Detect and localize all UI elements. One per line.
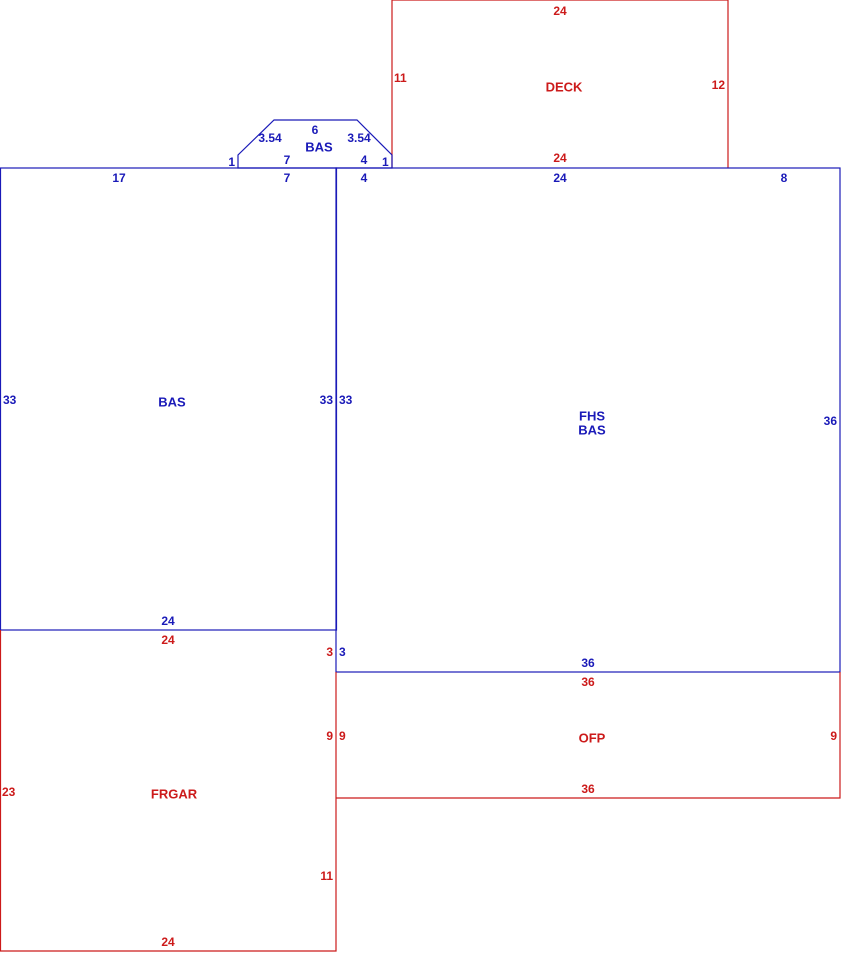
right-left-dim: 33 [339,393,353,407]
bay-base-right-dim: 4 [361,153,368,167]
frgar-left-dim: 23 [2,785,16,799]
left-right-dim: 33 [320,393,334,407]
deck-label: DECK [546,79,583,94]
frgar-label: FRGAR [151,786,198,801]
frgar-top-dim: 24 [161,633,175,647]
deck-right-dim: 12 [712,78,726,92]
frgar-notch-dim: 3 [326,645,333,659]
bay-diag-right-dim: 3.54 [347,131,371,145]
bay-base-left-dim: 7 [284,153,291,167]
right-right-dim: 36 [824,414,838,428]
deck-bottom-dim: 24 [553,151,567,165]
deck-top-dim: 24 [553,4,567,18]
right-top-8-dim: 8 [781,171,788,185]
ofp-outline [336,672,841,799]
frgar-outline [0,630,337,952]
left-bottom-dim: 24 [161,614,175,628]
frgar-right-11-dim: 11 [320,869,333,883]
left-left-dim: 33 [3,393,17,407]
bay-top-dim: 6 [312,123,319,137]
ofp-label: OFP [579,730,606,745]
left-top-7-dim: 7 [284,171,291,185]
bay-side-right-dim: 1 [382,155,389,169]
bay-side-left-dim: 1 [228,155,235,169]
fhs-bas-label: BAS [578,422,606,437]
right-bottom-dim: 36 [581,656,595,670]
right-notch-dim: 3 [339,645,346,659]
ofp-right-dim: 9 [830,729,837,743]
ofp-top-dim: 36 [581,675,595,689]
ofp-bottom-dim: 36 [581,782,595,796]
frgar-bottom-dim: 24 [161,935,175,949]
right-top-4-dim: 4 [361,171,368,185]
ofp-left-dim: 9 [339,729,346,743]
left-bas-label: BAS [158,394,186,409]
right-top-24-dim: 24 [553,171,567,185]
fhs-bas-outline [335,167,841,673]
left-top-17-dim: 17 [112,171,126,185]
fhs-label: FHS [579,408,605,423]
bay-diag-left-dim: 3.54 [258,131,282,145]
deck-outline [391,0,729,168]
frgar-right-9-dim: 9 [326,729,333,743]
bay-bas-label: BAS [305,139,333,154]
deck-left-dim: 11 [394,71,407,85]
